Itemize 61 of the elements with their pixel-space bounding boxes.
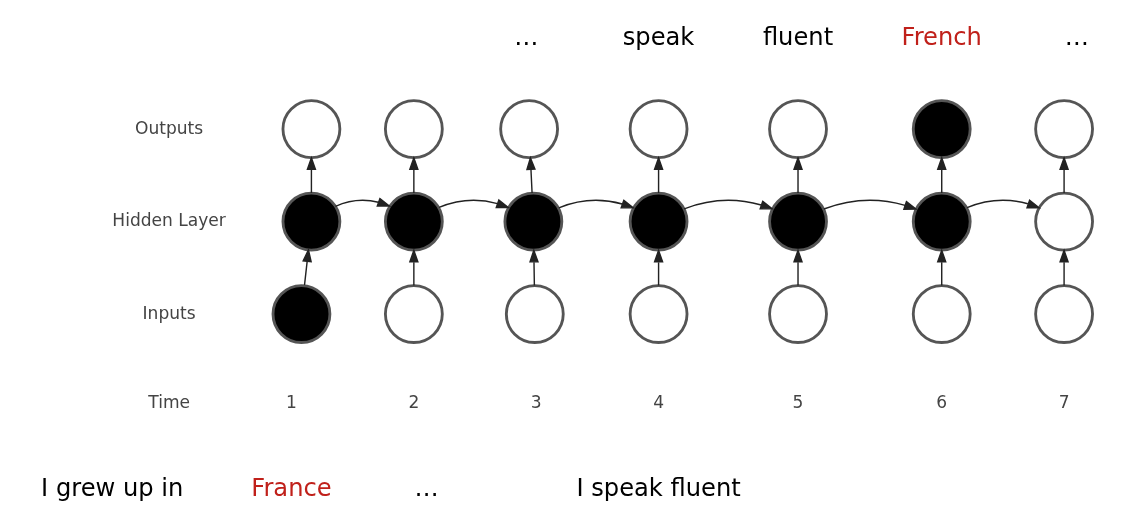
label: France [251, 474, 332, 503]
label: 7 [1058, 392, 1070, 413]
label: … [414, 474, 439, 503]
arrow [306, 155, 317, 194]
arrow [558, 199, 636, 209]
node-circle [768, 284, 828, 344]
arrow [653, 248, 664, 287]
label: … [514, 23, 539, 52]
node-circle [281, 191, 342, 252]
node-circle [1034, 284, 1094, 344]
arrow [1059, 155, 1070, 194]
label: French [901, 23, 982, 52]
node-circle [628, 284, 689, 344]
arrow [408, 155, 419, 194]
label: I grew up in [41, 474, 184, 503]
label: Time [148, 392, 191, 413]
node-circle [911, 99, 972, 159]
node-circle [503, 191, 564, 252]
label: 5 [792, 392, 804, 413]
arrow [302, 247, 313, 286]
label: 2 [408, 392, 420, 413]
arrow [966, 199, 1042, 209]
label: fluent [762, 23, 834, 52]
label: … [1064, 23, 1089, 52]
node-circle [383, 99, 444, 159]
arrow [936, 155, 947, 194]
arrow [1059, 248, 1070, 287]
label: 4 [653, 392, 665, 413]
node-circle [383, 191, 444, 252]
node-circle [1034, 191, 1094, 252]
label: 1 [286, 392, 297, 413]
node-circle [281, 99, 342, 159]
arrow [529, 248, 539, 287]
node-circle [271, 284, 332, 344]
node-circle [768, 99, 828, 159]
arrow [408, 248, 419, 287]
arrow [683, 199, 775, 210]
node-circle [911, 191, 972, 252]
node-circle [628, 191, 689, 252]
arrow [823, 199, 918, 210]
label: Outputs [135, 117, 204, 138]
node-circle [911, 284, 972, 344]
label: I speak fluent [576, 474, 741, 503]
arrow [653, 155, 664, 194]
arrow [334, 197, 392, 207]
arrow [793, 155, 803, 194]
node-circle [1034, 99, 1094, 159]
arrow [526, 155, 536, 194]
node-circle [499, 99, 559, 159]
node-circle [383, 284, 444, 344]
label: Hidden Layer [112, 210, 226, 231]
label: 6 [936, 392, 948, 413]
arrow [793, 248, 803, 287]
node-circle [504, 284, 565, 344]
node-circle [628, 99, 689, 159]
label: Inputs [142, 302, 196, 323]
label: speak [622, 23, 695, 52]
arrow [438, 198, 511, 209]
arrow [936, 248, 947, 287]
label: 3 [530, 392, 542, 413]
node-circle [768, 191, 828, 252]
